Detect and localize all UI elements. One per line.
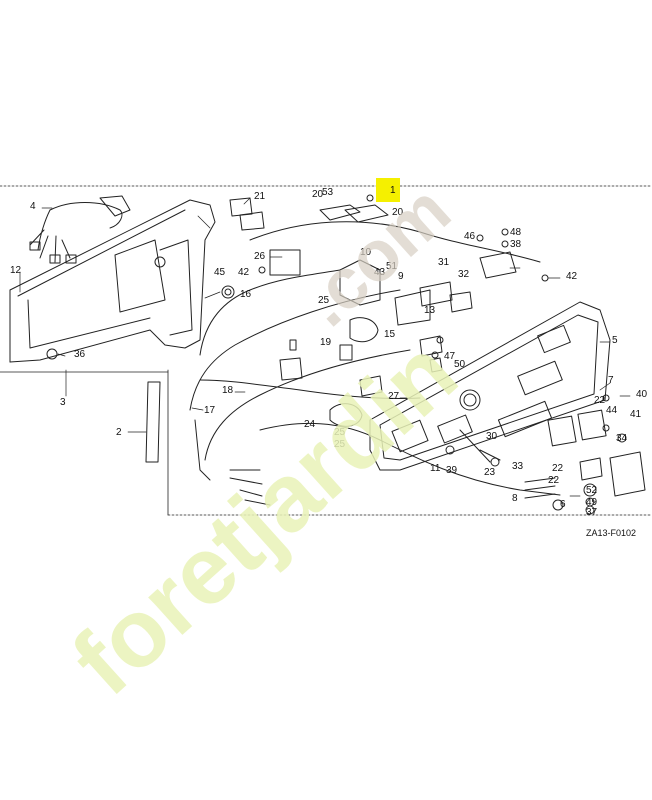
part-label-42-2[interactable]: 42 xyxy=(566,271,578,282)
part-label-38[interactable]: 38 xyxy=(510,239,522,250)
part-label-41[interactable]: 41 xyxy=(630,409,642,420)
part-label-30[interactable]: 30 xyxy=(486,431,498,442)
part-label-19[interactable]: 19 xyxy=(320,337,332,348)
part-label-37[interactable]: 37 xyxy=(586,507,598,518)
part-label-44[interactable]: 44 xyxy=(606,405,618,416)
leader-lines xyxy=(19,197,631,497)
harness-4 xyxy=(29,195,131,264)
part-label-5[interactable]: 5 xyxy=(612,335,618,346)
part-label-31[interactable]: 31 xyxy=(438,257,450,268)
part-label-8[interactable]: 8 xyxy=(512,493,518,504)
part-label-42-1[interactable]: 42 xyxy=(238,267,250,278)
part-label-46[interactable]: 46 xyxy=(464,231,476,242)
part-label-21[interactable]: 21 xyxy=(254,191,266,202)
part-label-50[interactable]: 50 xyxy=(454,359,466,370)
main-harness xyxy=(189,197,561,506)
part-label-45[interactable]: 45 xyxy=(214,267,226,278)
part-label-15[interactable]: 15 xyxy=(384,329,396,340)
part-label-2[interactable]: 2 xyxy=(116,427,122,438)
left-panel xyxy=(9,199,235,363)
part-label-33[interactable]: 33 xyxy=(512,461,524,472)
part-label-1[interactable]: 1 xyxy=(390,185,396,196)
lower-right-parts xyxy=(445,274,646,515)
part-label-11[interactable]: 11 xyxy=(430,463,441,474)
control-panel xyxy=(369,301,611,471)
part-label-48[interactable]: 48 xyxy=(510,227,522,238)
part-label-25-3[interactable]: 25 xyxy=(334,439,346,450)
part-label-22-3[interactable]: 22 xyxy=(548,475,560,486)
part-label-22-1[interactable]: 22 xyxy=(594,395,606,406)
part-label-13[interactable]: 13 xyxy=(424,305,436,316)
part-label-32[interactable]: 32 xyxy=(458,269,470,280)
part-label-10[interactable]: 10 xyxy=(360,247,372,258)
part-label-22-2[interactable]: 22 xyxy=(552,463,564,474)
part-label-16[interactable]: 16 xyxy=(240,289,252,300)
fasteners xyxy=(258,194,509,359)
part-label-39[interactable]: 39 xyxy=(446,465,458,476)
part-label-3[interactable]: 3 xyxy=(60,397,66,408)
part-label-36[interactable]: 36 xyxy=(74,349,86,360)
part-label-26[interactable]: 26 xyxy=(254,251,266,262)
part-label-12[interactable]: 12 xyxy=(10,265,22,276)
part-label-17[interactable]: 17 xyxy=(204,405,216,416)
part-label-53[interactable]: 53 xyxy=(322,187,334,198)
part-label-49[interactable]: 49 xyxy=(586,497,598,508)
part-label-9[interactable]: 9 xyxy=(398,271,404,282)
part-label-18[interactable]: 18 xyxy=(222,385,234,396)
part-label-34[interactable]: 34 xyxy=(616,433,628,444)
part-label-47[interactable]: 47 xyxy=(444,351,456,362)
part-label-52[interactable]: 52 xyxy=(586,485,598,496)
part-label-20-2[interactable]: 20 xyxy=(392,207,404,218)
part-label-43[interactable]: 43 xyxy=(374,267,386,278)
part-label-24[interactable]: 24 xyxy=(304,419,316,430)
part-label-4[interactable]: 4 xyxy=(30,201,36,212)
part-label-6[interactable]: 6 xyxy=(560,499,566,510)
part-label-51[interactable]: 51 xyxy=(386,261,398,272)
part-label-40[interactable]: 40 xyxy=(636,389,648,400)
part-label-23[interactable]: 23 xyxy=(484,467,496,478)
part-label-20-1[interactable]: 20 xyxy=(312,189,324,200)
diagram-code: ZA13-F0102 xyxy=(586,528,637,538)
part-label-7[interactable]: 7 xyxy=(608,375,614,386)
highlight-box xyxy=(376,178,400,202)
highlight-marker xyxy=(376,178,400,202)
part-label-25-1[interactable]: 25 xyxy=(318,295,330,306)
part-label-27[interactable]: 27 xyxy=(388,391,400,402)
part-label-25-2[interactable]: 25 xyxy=(334,427,346,438)
wire-2 xyxy=(145,381,161,463)
